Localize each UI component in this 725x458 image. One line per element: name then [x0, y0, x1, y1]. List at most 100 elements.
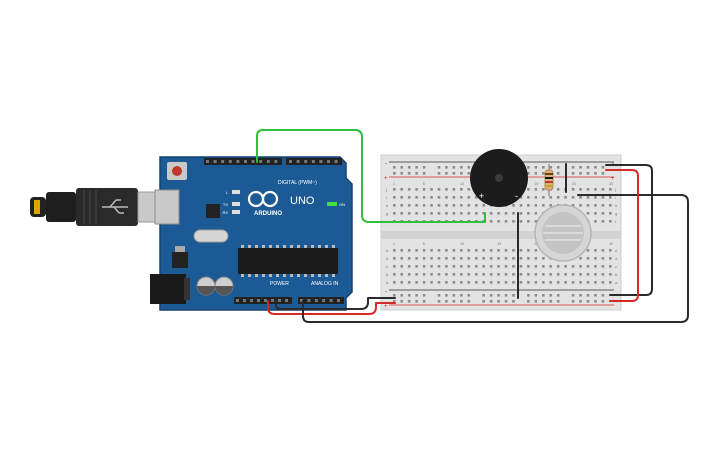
breadboard-hole[interactable] — [422, 212, 426, 215]
breadboard-hole[interactable] — [415, 273, 418, 276]
power-pin[interactable] — [243, 299, 246, 302]
breadboard-hole[interactable] — [430, 281, 433, 284]
breadboard-hole[interactable] — [556, 281, 560, 284]
breadboard-hole[interactable] — [579, 273, 582, 276]
breadboard-hole[interactable] — [445, 188, 448, 191]
breadboard-hole[interactable] — [586, 188, 590, 191]
breadboard-hole[interactable] — [571, 265, 575, 268]
breadboard-rail-hole[interactable] — [527, 294, 530, 297]
breadboard-hole[interactable] — [415, 204, 418, 207]
breadboard-hole[interactable] — [512, 212, 515, 215]
power-pin[interactable] — [278, 299, 281, 302]
breadboard-hole[interactable] — [579, 188, 582, 191]
digital-pin[interactable] — [327, 160, 330, 163]
breadboard-hole[interactable] — [527, 257, 530, 260]
breadboard-hole[interactable] — [609, 212, 612, 215]
breadboard-hole[interactable] — [579, 265, 582, 268]
breadboard-hole[interactable] — [542, 281, 545, 284]
breadboard-hole[interactable] — [519, 212, 523, 215]
breadboard-hole[interactable] — [586, 257, 590, 260]
breadboard-hole[interactable] — [571, 281, 575, 284]
breadboard-hole[interactable] — [467, 212, 471, 215]
breadboard-hole[interactable] — [609, 281, 612, 284]
breadboard-hole[interactable] — [586, 196, 590, 199]
breadboard-hole[interactable] — [415, 212, 418, 215]
breadboard-rail-hole[interactable] — [407, 166, 411, 169]
breadboard-hole[interactable] — [415, 196, 418, 199]
breadboard-hole[interactable] — [437, 281, 441, 284]
breadboard-hole[interactable] — [460, 265, 463, 268]
breadboard-hole[interactable] — [564, 281, 567, 284]
breadboard-hole[interactable] — [407, 273, 411, 276]
breadboard-hole[interactable] — [460, 281, 463, 284]
breadboard-rail-hole[interactable] — [452, 300, 456, 303]
breadboard-rail-hole[interactable] — [422, 172, 426, 175]
breadboard-rail-hole[interactable] — [400, 172, 404, 175]
breadboard-hole[interactable] — [601, 273, 605, 276]
breadboard-hole[interactable] — [437, 212, 441, 215]
breadboard-hole[interactable] — [415, 188, 418, 191]
breadboard-rail-hole[interactable] — [415, 294, 418, 297]
breadboard-hole[interactable] — [445, 249, 448, 252]
breadboard-hole[interactable] — [556, 188, 560, 191]
breadboard-hole[interactable] — [527, 273, 530, 276]
digital-pin[interactable] — [228, 160, 232, 163]
breadboard-rail-hole[interactable] — [534, 172, 538, 175]
breadboard-hole[interactable] — [586, 204, 590, 207]
breadboard-hole[interactable] — [512, 265, 515, 268]
breadboard-rail-hole[interactable] — [579, 166, 582, 169]
breadboard-hole[interactable] — [482, 273, 485, 276]
breadboard-hole[interactable] — [594, 249, 597, 252]
breadboard-hole[interactable] — [445, 265, 448, 268]
breadboard-hole[interactable] — [542, 204, 545, 207]
breadboard-hole[interactable] — [445, 281, 448, 284]
breadboard-hole[interactable] — [504, 249, 508, 252]
breadboard-hole[interactable] — [549, 265, 553, 268]
breadboard-hole[interactable] — [393, 212, 396, 215]
breadboard-hole[interactable] — [393, 281, 396, 284]
breadboard-hole[interactable] — [474, 273, 478, 276]
breadboard-hole[interactable] — [452, 265, 456, 268]
breadboard-hole[interactable] — [534, 220, 538, 223]
breadboard-hole[interactable] — [586, 265, 590, 268]
breadboard-rail-hole[interactable] — [445, 166, 448, 169]
breadboard-hole[interactable] — [393, 204, 396, 207]
breadboard-hole[interactable] — [542, 265, 545, 268]
digital-pin[interactable] — [251, 160, 255, 163]
breadboard-rail-hole[interactable] — [460, 300, 463, 303]
breadboard-hole[interactable] — [571, 273, 575, 276]
breadboard-hole[interactable] — [594, 188, 597, 191]
breadboard-hole[interactable] — [437, 257, 441, 260]
green-wire[interactable] — [256, 129, 486, 223]
breadboard-hole[interactable] — [460, 196, 463, 199]
breadboard-rail-hole[interactable] — [407, 300, 411, 303]
breadboard-hole[interactable] — [393, 257, 396, 260]
breadboard-hole[interactable] — [437, 265, 441, 268]
breadboard-hole[interactable] — [586, 281, 590, 284]
digital-pin[interactable] — [289, 160, 292, 163]
breadboard-rail-hole[interactable] — [393, 166, 396, 169]
breadboard-hole[interactable] — [609, 204, 612, 207]
breadboard-hole[interactable] — [452, 204, 456, 207]
breadboard-hole[interactable] — [445, 273, 448, 276]
breadboard-rail-hole[interactable] — [527, 300, 530, 303]
breadboard-hole[interactable] — [407, 281, 411, 284]
breadboard-hole[interactable] — [609, 265, 612, 268]
breadboard-hole[interactable] — [430, 204, 433, 207]
breadboard-rail-hole[interactable] — [460, 172, 463, 175]
breadboard-hole[interactable] — [564, 273, 567, 276]
breadboard-hole[interactable] — [504, 281, 508, 284]
black-wire-gnd[interactable] — [275, 297, 396, 310]
breadboard-hole[interactable] — [407, 204, 411, 207]
breadboard-hole[interactable] — [489, 273, 493, 276]
breadboard-rail-hole[interactable] — [586, 172, 590, 175]
breadboard-hole[interactable] — [422, 265, 426, 268]
digital-pin[interactable] — [319, 160, 323, 163]
breadboard-hole[interactable] — [556, 265, 560, 268]
breadboard-hole[interactable] — [586, 249, 590, 252]
breadboard-hole[interactable] — [534, 249, 538, 252]
breadboard-rail-hole[interactable] — [400, 300, 404, 303]
breadboard-hole[interactable] — [579, 196, 582, 199]
breadboard-hole[interactable] — [519, 196, 523, 199]
digital-pin[interactable] — [236, 160, 240, 163]
